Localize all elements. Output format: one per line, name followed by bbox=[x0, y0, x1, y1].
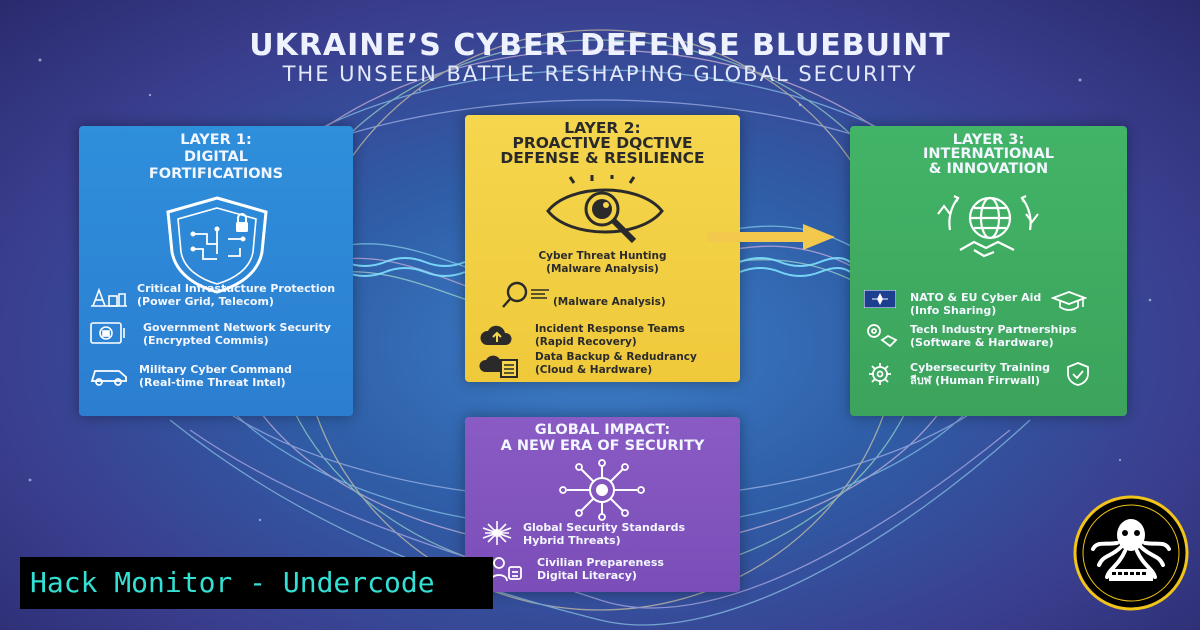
layer-1-item-3-title: Military Cyber Command bbox=[139, 363, 292, 376]
layer-1-panel: LAYER 1: DIGITAL FORTIFICATIONS Critical… bbox=[79, 126, 353, 416]
burst-icon bbox=[482, 521, 512, 545]
layer-1-item-3-detail: (Real-time Threat Intel) bbox=[139, 375, 286, 389]
impact-item-2-title: Civilian Prepareness bbox=[537, 556, 664, 569]
civilian-icon bbox=[490, 557, 522, 582]
military-vehicle-icon bbox=[90, 370, 127, 386]
global-impact-panel: GLOBAL IMPACT: A NEW ERA OF SECURITY Glo… bbox=[465, 417, 740, 592]
shield-circuit-icon bbox=[166, 196, 268, 294]
shield-check-icon bbox=[1067, 362, 1089, 386]
globe-handshake-icon bbox=[937, 195, 1039, 258]
nato-aid-detail: (Info Sharing) bbox=[910, 303, 997, 317]
layer-2-panel: LAYER 2: PROACTIVE DQCTIVE DEFENSE & RES… bbox=[465, 115, 740, 382]
layer-2-heading-line-2: PROACTIVE DQCTIVE bbox=[512, 134, 693, 152]
cloud-server-icon bbox=[479, 355, 518, 378]
data-backup-title: Data Backup & Redudrancy bbox=[535, 351, 697, 363]
server-lock-icon bbox=[90, 322, 125, 344]
layer-3-label: LAYER 3: bbox=[952, 132, 1025, 148]
graduation-cap-icon bbox=[1051, 291, 1088, 311]
tech-partnerships-detail: (Software & Hardware) bbox=[910, 335, 1054, 349]
layer-1-item-1-detail: (Power Grid, Telecom) bbox=[137, 294, 274, 308]
cyber-training-detail: ลีบฬ (Human Firrwall) bbox=[910, 373, 1040, 387]
nato-aid-title: NATO & EU Cyber Aid bbox=[910, 291, 1042, 304]
page-title: UKRAINE’S CYBER DEFENSE BLUEBUINT bbox=[249, 28, 951, 63]
octopus-logo-icon bbox=[1073, 495, 1189, 611]
threat-hunting-detail: (Malware Analysis) bbox=[546, 262, 659, 275]
watermark-badge: Hack Monitor - Undercode bbox=[20, 557, 493, 609]
layer-3-heading-line-3: & INNOVATION bbox=[928, 161, 1049, 177]
magnifier-icon bbox=[502, 281, 549, 308]
eye-magnifier-icon bbox=[546, 175, 664, 244]
partnership-icon bbox=[867, 324, 898, 348]
watermark-label: Hack Monitor - Undercode bbox=[30, 566, 435, 599]
impact-item-1-title: Global Security Standards bbox=[523, 521, 686, 534]
impact-label: GLOBAL IMPACT: bbox=[534, 422, 671, 438]
layer-2-heading-line-3: DEFENSE & RESILIENCE bbox=[500, 149, 705, 167]
malware-analysis-label: (Malware Analysis) bbox=[553, 296, 666, 308]
layer-3-heading-line-2: INTERNATIONAL bbox=[923, 146, 1054, 162]
layer-1-item-2-detail: (Encrypted Commis) bbox=[143, 333, 269, 347]
tech-partnerships-title: Tech Industry Partnerships bbox=[910, 323, 1077, 336]
impact-item-1-detail: Hybrid Threats) bbox=[523, 533, 621, 547]
layer-3-panel: LAYER 3: INTERNATIONAL & INNOVATION NATO… bbox=[850, 126, 1127, 416]
cyber-training-title: Cybersecurity Training bbox=[910, 361, 1051, 374]
layer-2-label: LAYER 2: bbox=[564, 119, 641, 137]
layer-1-label: LAYER 1: bbox=[180, 132, 252, 148]
threat-hunting-title: Cyber Threat Hunting bbox=[538, 250, 667, 262]
layer-1-item-2-title: Government Network Security bbox=[143, 321, 331, 334]
layer-1-heading-line-3: FORTIFICATIONS bbox=[148, 166, 284, 182]
training-gear-icon bbox=[869, 363, 891, 385]
layer-1-heading-line-2: DIGITAL bbox=[184, 149, 248, 165]
nato-flag-icon bbox=[864, 290, 896, 308]
flow-arrow-icon bbox=[707, 224, 835, 250]
layer-1-item-1-title: Critical Infrastucture Protection bbox=[137, 282, 336, 295]
impact-item-2-detail: Digital Literacy) bbox=[537, 568, 637, 582]
incident-response-title: Incident Response Teams bbox=[535, 323, 685, 335]
incident-response-detail: (Rapid Recovery) bbox=[535, 335, 637, 348]
page-subtitle: THE UNSEEN BATTLE RESHAPING GLOBAL SECUR… bbox=[282, 62, 918, 86]
infrastructure-icon bbox=[91, 287, 127, 307]
impact-heading-line-2: A NEW ERA OF SECURITY bbox=[500, 438, 705, 454]
network-node-icon bbox=[559, 459, 645, 521]
cloud-upload-icon bbox=[480, 325, 512, 345]
data-backup-detail: (Cloud & Hardware) bbox=[535, 363, 653, 376]
